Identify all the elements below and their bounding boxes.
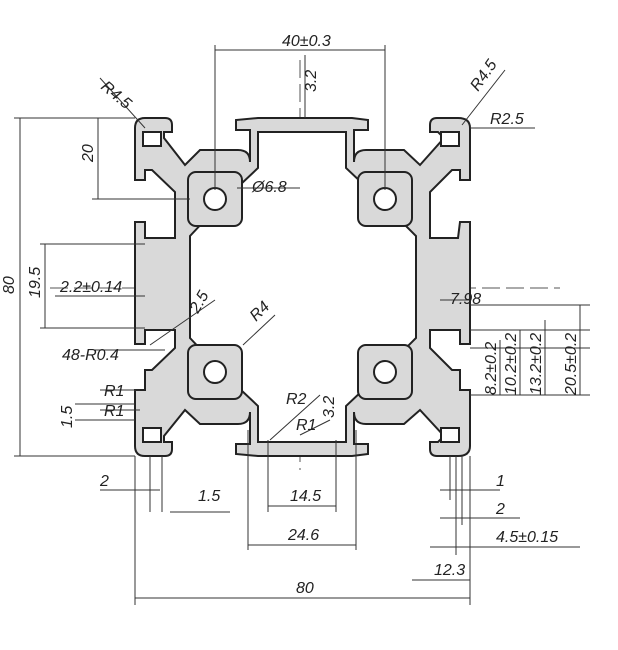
dim-2-right: 2 [495,501,505,518]
dim-19-5: 19.5 [27,267,44,298]
dim-1-5-bottom: 1.5 [198,488,220,505]
dim-2-2: 2.2±0.14 [59,279,122,296]
dim-12-3: 12.3 [434,562,465,579]
hole-diameter: Ø6.8 [251,179,287,196]
radius-top-right: R4.5 [467,57,500,95]
dim-13-2: 13.2±0.2 [528,333,545,395]
radius-r2: R2 [286,391,307,408]
overall-width: 80 [296,580,314,597]
dim-2-bottom: 2 [99,473,109,490]
radius-top-left: R4.5 [97,78,134,113]
dim-1-right: 1 [496,473,505,490]
radius-r25: R2.5 [490,111,524,128]
dim-4-5: 4.5±0.15 [496,529,558,546]
extrusion-profile [134,117,471,457]
dim-7-98: 7.98 [450,291,481,308]
dim-20: 20 [80,144,97,163]
overall-height: 80 [1,276,18,294]
radius-r1-b: R1 [104,403,124,420]
dim-top-width: 40±0.3 [282,33,331,50]
dim-20-5: 20.5±0.2 [563,333,580,396]
dim-14-5: 14.5 [290,488,321,505]
dim-1-5-left: 1.5 [59,406,76,428]
chamfer-radius: 48-R0.4 [62,347,119,364]
radius-r1-c: R1 [296,417,316,434]
dim-8-2: 8.2±0.2 [483,342,500,395]
dim-top-slot: 3.2 [303,70,320,92]
dim-24-6: 24.6 [287,527,319,544]
dim-3-2-bottom: 3.2 [321,396,338,418]
dim-10-2: 10.2±0.2 [503,333,520,395]
dimension-lines [14,45,590,605]
radius-r1-a: R1 [104,383,124,400]
